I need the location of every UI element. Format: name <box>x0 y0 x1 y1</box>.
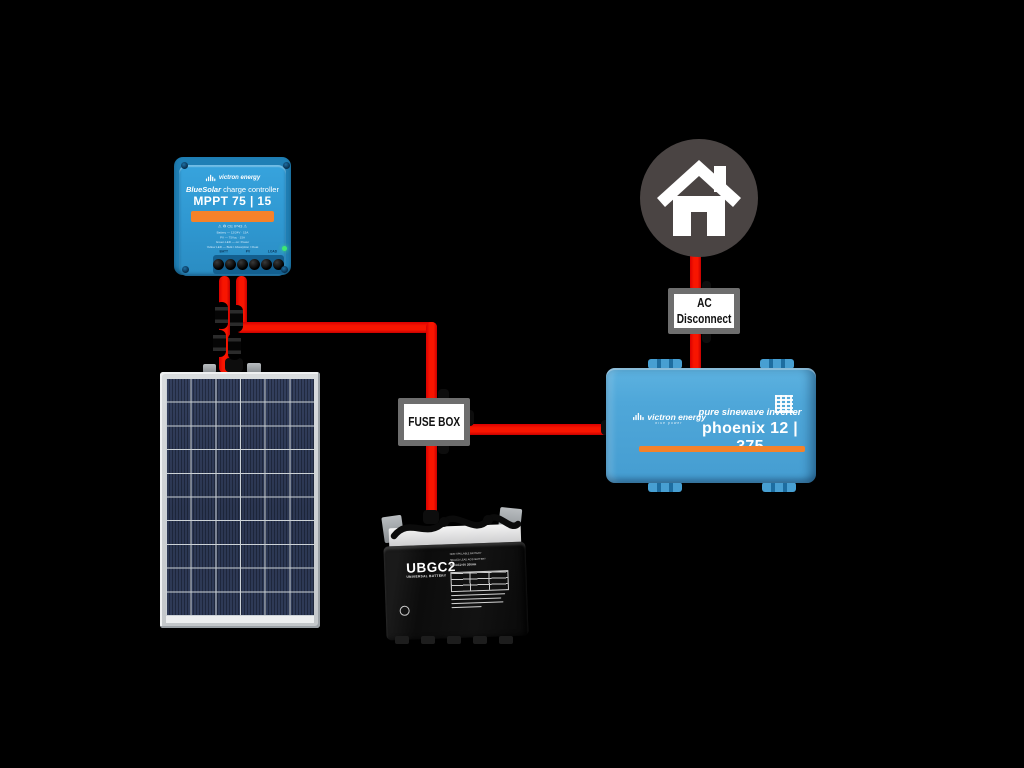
mc4-connector <box>228 333 241 360</box>
battery-model: UBGC2 <box>405 558 457 576</box>
battery-foot <box>447 636 461 644</box>
mc4-connector <box>213 330 226 357</box>
inverter <box>606 368 816 483</box>
inverter-brand: victron energy <box>647 411 706 422</box>
controller-brand: victron energy <box>218 175 261 181</box>
wire-inverter-to-disconnect <box>690 330 701 372</box>
controller-screw <box>281 266 288 273</box>
solar-panel-bottom-margin <box>166 616 314 623</box>
inverter-orange-stripe <box>639 446 805 452</box>
controller-screw <box>182 266 189 273</box>
fuse-box-label: FUSE BOX <box>408 414 460 430</box>
terminal-screw <box>237 259 249 270</box>
wire-controller-to-fusebox-horizontal <box>236 322 437 333</box>
battery-foot <box>421 636 435 644</box>
charge-controller: victron energy BlueSolar charge controll… <box>179 165 286 276</box>
battery-foot <box>499 636 513 644</box>
mc4-connector <box>230 305 243 332</box>
battery-spec-table <box>450 570 510 593</box>
controller-status-led <box>282 246 287 251</box>
solar-panel-cells <box>166 379 314 616</box>
inverter-mount-tab <box>762 482 796 492</box>
inverter-mount-tab <box>648 482 682 492</box>
battery-wire-entry <box>423 510 439 524</box>
house-icon <box>640 139 758 257</box>
solar-panel <box>160 372 320 628</box>
mc4-connector <box>215 302 228 329</box>
terminal-screw <box>272 259 284 270</box>
connector-panel-junction <box>225 358 243 372</box>
connector-fusebox-bottom <box>438 443 449 454</box>
qr-code <box>775 395 793 413</box>
controller-certifications: ⚠ ♻ CE IP43 ⚠ <box>218 224 248 229</box>
connector-fusebox-top <box>438 389 449 401</box>
terminal-screw <box>248 259 260 270</box>
wire-fusebox-to-inverter <box>464 424 610 435</box>
battery-foot <box>395 636 409 644</box>
controller-screw <box>181 162 188 169</box>
wire-disconnect-to-house <box>690 252 701 292</box>
connector-disconnect-bottom <box>702 331 711 343</box>
panel-clamp <box>203 364 216 373</box>
controller-screw <box>283 162 290 169</box>
battery-recycle-emblem <box>399 605 410 616</box>
controller-product-name: BlueSolar charge controller <box>186 185 279 194</box>
inverter-tagline: pure sinewave inverter <box>698 407 802 418</box>
connector-disconnect-top <box>702 281 711 292</box>
fuse-box: FUSE BOX <box>398 398 470 446</box>
battery-body: UBGC2 UNIVERSAL BATTERY NON-SPILLABLE BA… <box>383 541 529 641</box>
controller-model: MPPT 75 | 15 <box>193 194 272 208</box>
inverter-mount-tab <box>648 359 682 369</box>
terminal-screw <box>260 259 272 270</box>
inverter-brand-sub: blue power <box>655 422 683 426</box>
panel-clamp <box>247 363 261 373</box>
wire-controller-batt-down <box>236 276 247 333</box>
victron-logo: victron energy <box>179 174 286 182</box>
victron-logo-icon <box>633 412 644 421</box>
controller-orange-stripe <box>191 211 274 222</box>
ac-disconnect-line1: AC <box>696 295 712 311</box>
terminal-screw <box>225 259 237 270</box>
battery: UBGC2 UNIVERSAL BATTERY NON-SPILLABLE BA… <box>381 504 531 644</box>
battery-cables <box>390 514 522 540</box>
battery-foot <box>473 636 487 644</box>
controller-terminal-strip <box>213 255 284 274</box>
inverter-mount-tab <box>760 359 794 369</box>
controller-spec-print: Battery — 12/24V · 15A PV — 75Voc · 15A … <box>206 231 259 249</box>
battery-spec-label: NON-SPILLABLE BATTERY SEALED LEAD ACID B… <box>450 551 514 609</box>
terminal-screw <box>213 259 225 270</box>
victron-logo-icon <box>205 174 216 182</box>
controller-terminal-labels: BATT PV LOAD <box>219 249 278 254</box>
inverter-victron-logo: victron energy blue power <box>632 411 706 428</box>
ac-disconnect-box: AC Disconnect <box>668 288 740 334</box>
wire-fusebox-to-battery <box>426 440 437 524</box>
ac-disconnect-line2: Disconnect <box>676 311 732 326</box>
wire-fusebox-top-drop <box>426 322 437 404</box>
